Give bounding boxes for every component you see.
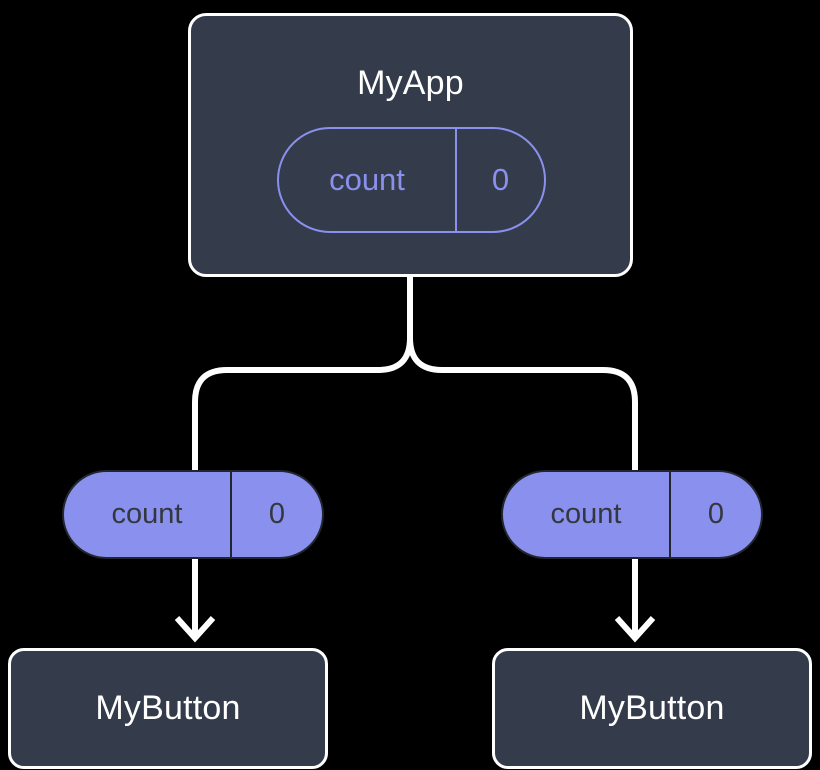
props-pill-left[interactable]: count 0	[62, 470, 324, 559]
arrow-head-right-icon	[614, 615, 656, 643]
props-pill-right-key: count	[503, 472, 671, 557]
props-pill-right-value: 0	[707, 498, 725, 530]
props-pill-right[interactable]: count 0	[501, 470, 763, 559]
arrow-head-left-icon	[174, 615, 216, 643]
props-pill-left-key: count	[64, 472, 232, 557]
state-pill-count[interactable]: count 0	[277, 127, 546, 233]
component-title-mybutton-left: MyButton	[95, 689, 241, 727]
component-title-myapp: MyApp	[357, 64, 464, 102]
component-title-mybutton-right: MyButton	[579, 689, 725, 727]
edge-myapp-to-children-right	[407, 274, 638, 473]
state-pill-value: 0	[491, 162, 510, 197]
state-pill-key: count	[279, 129, 457, 231]
edge-myapp-to-children	[192, 274, 413, 473]
component-node-mybutton-left[interactable]: MyButton	[8, 648, 328, 769]
props-pill-left-value: 0	[268, 498, 286, 530]
component-node-mybutton-right[interactable]: MyButton	[492, 648, 812, 769]
component-node-myapp[interactable]: MyApp	[188, 13, 633, 277]
